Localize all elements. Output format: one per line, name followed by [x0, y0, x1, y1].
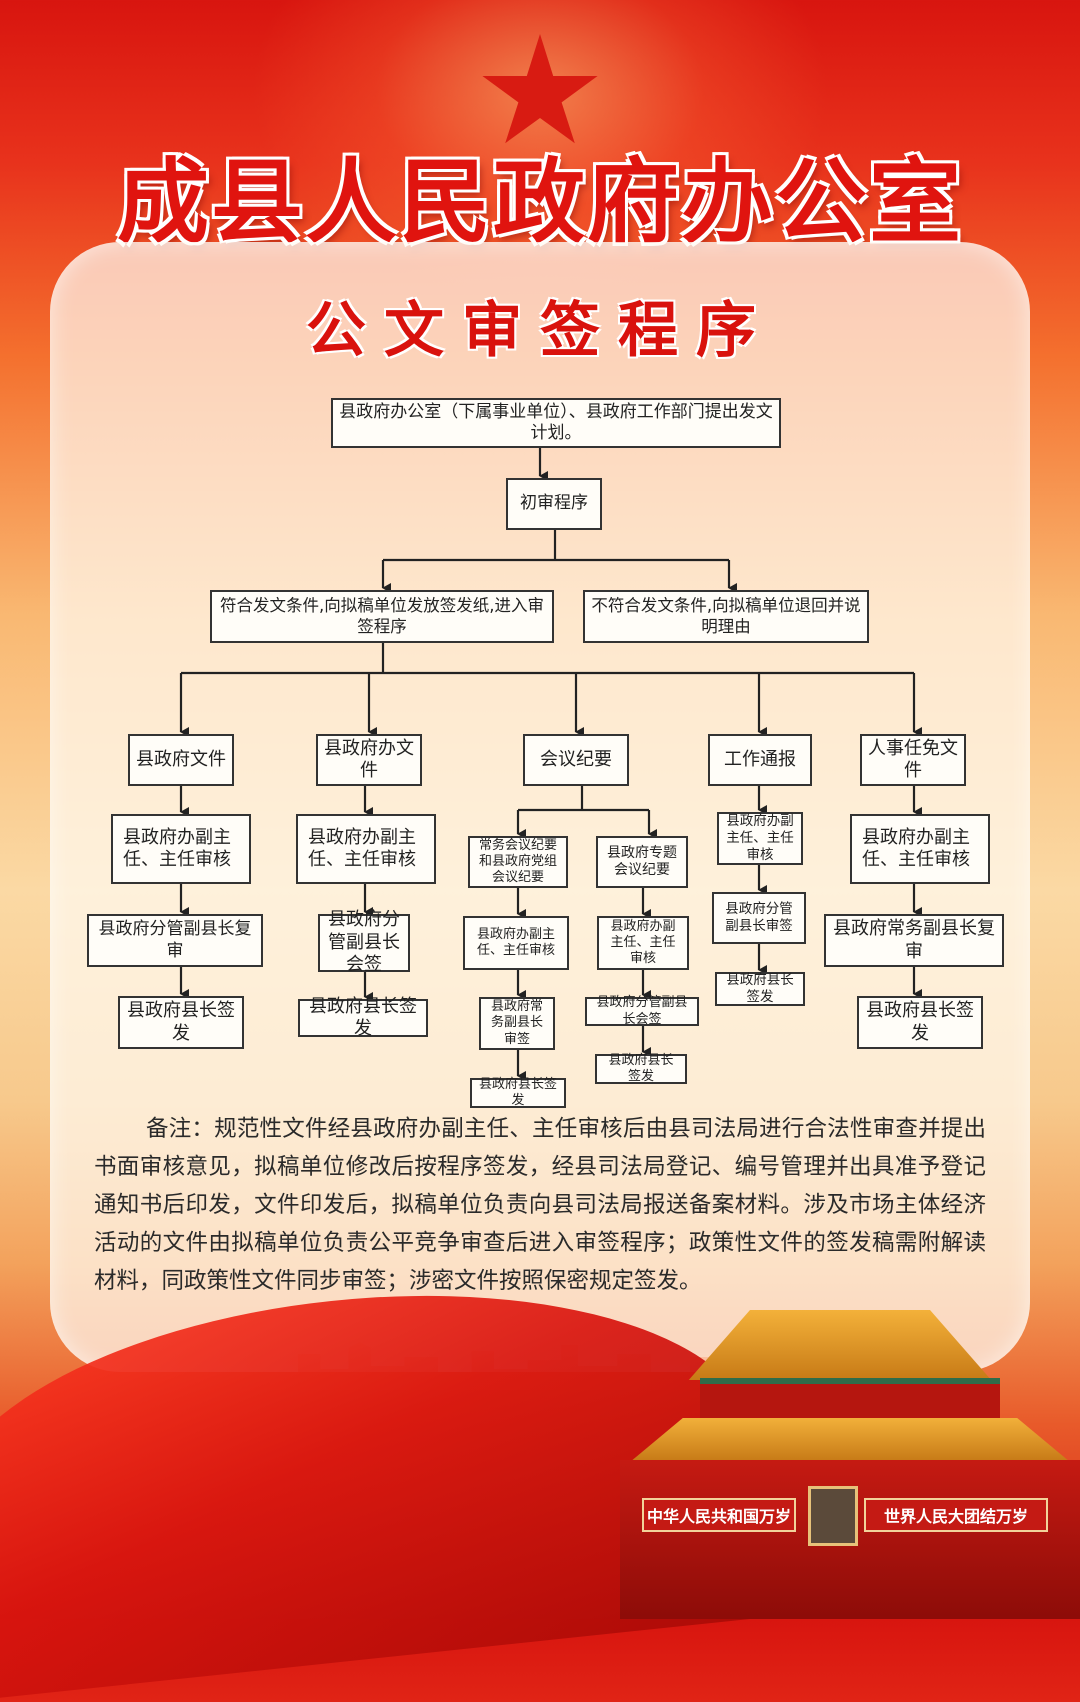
col4-head-box: 工作通报: [708, 734, 812, 786]
col5-step2-box: 县政府常务副县长复审: [824, 914, 1004, 967]
col3a-step1-box: 县政府办副主任、主任审核: [463, 916, 569, 970]
col3b-step3-box: 县政府县长签发: [595, 1054, 687, 1084]
gate-plaque-left: 中华人民共和国万岁: [642, 1498, 796, 1532]
gate-portrait: [808, 1486, 858, 1546]
col5-head-box: 人事任免文件: [860, 734, 966, 786]
col5-step1-box: 县政府办副主任、主任审核: [850, 814, 990, 884]
col3a-step2-box: 县政府常务副县长审签: [479, 997, 555, 1050]
col1-step2-box: 县政府分管副县长复审: [87, 914, 263, 967]
gate-plaque-right: 世界人民大团结万岁: [864, 1498, 1048, 1532]
col3a-head-box: 常务会议纪要和县政府党组会议纪要: [468, 836, 568, 888]
col2-step1-box: 县政府办副主任、主任审核: [296, 814, 436, 884]
col1-step3-box: 县政府县长签发: [118, 996, 244, 1049]
col4-step3-box: 县政府县长签发: [715, 972, 805, 1006]
col3b-step1-box: 县政府办副主任、主任审核: [597, 916, 689, 970]
flow-branch-no-box: 不符合发文条件,向拟稿单位退回并说明理由: [583, 590, 869, 643]
col2-step3-box: 县政府县长签发: [298, 999, 428, 1037]
col3-head-box: 会议纪要: [523, 734, 629, 786]
note-paragraph: 备注：规范性文件经县政府办副主任、主任审核后由县司法局进行合法性审查并提出书面审…: [94, 1110, 986, 1300]
col3a-step3-box: 县政府县长签发: [470, 1078, 566, 1108]
flow-branch-yes-box: 符合发文条件,向拟稿单位发放签发纸,进入审签程序: [210, 590, 554, 643]
col4-step2-box: 县政府分管副县长审签: [712, 892, 806, 944]
col1-head-box: 县政府文件: [128, 734, 234, 786]
gate-upper-roof: [660, 1310, 1020, 1380]
col3b-step2-box: 县政府分管副县长会签: [585, 997, 699, 1026]
flow-initial-review-box: 初审程序: [506, 478, 602, 530]
col3b-head-box: 县政府专题会议纪要: [596, 836, 688, 888]
col5-step3-box: 县政府县长签发: [857, 996, 983, 1049]
gate-lower-roof: [630, 1418, 1070, 1462]
col2-step2-box: 县政府分管副县长会签: [318, 914, 410, 972]
col4-step1-box: 县政府办副主任、主任审核: [717, 812, 803, 865]
col1-step1-box: 县政府办副主任、主任审核: [111, 814, 251, 884]
tiananmen-gate: 中华人民共和国万岁 世界人民大团结万岁: [620, 1300, 1080, 1619]
flow-root-box: 县政府办公室（下属事业单位）、县政府工作部门提出发文计划。: [331, 398, 781, 448]
col2-head-box: 县政府办文件: [316, 734, 422, 786]
